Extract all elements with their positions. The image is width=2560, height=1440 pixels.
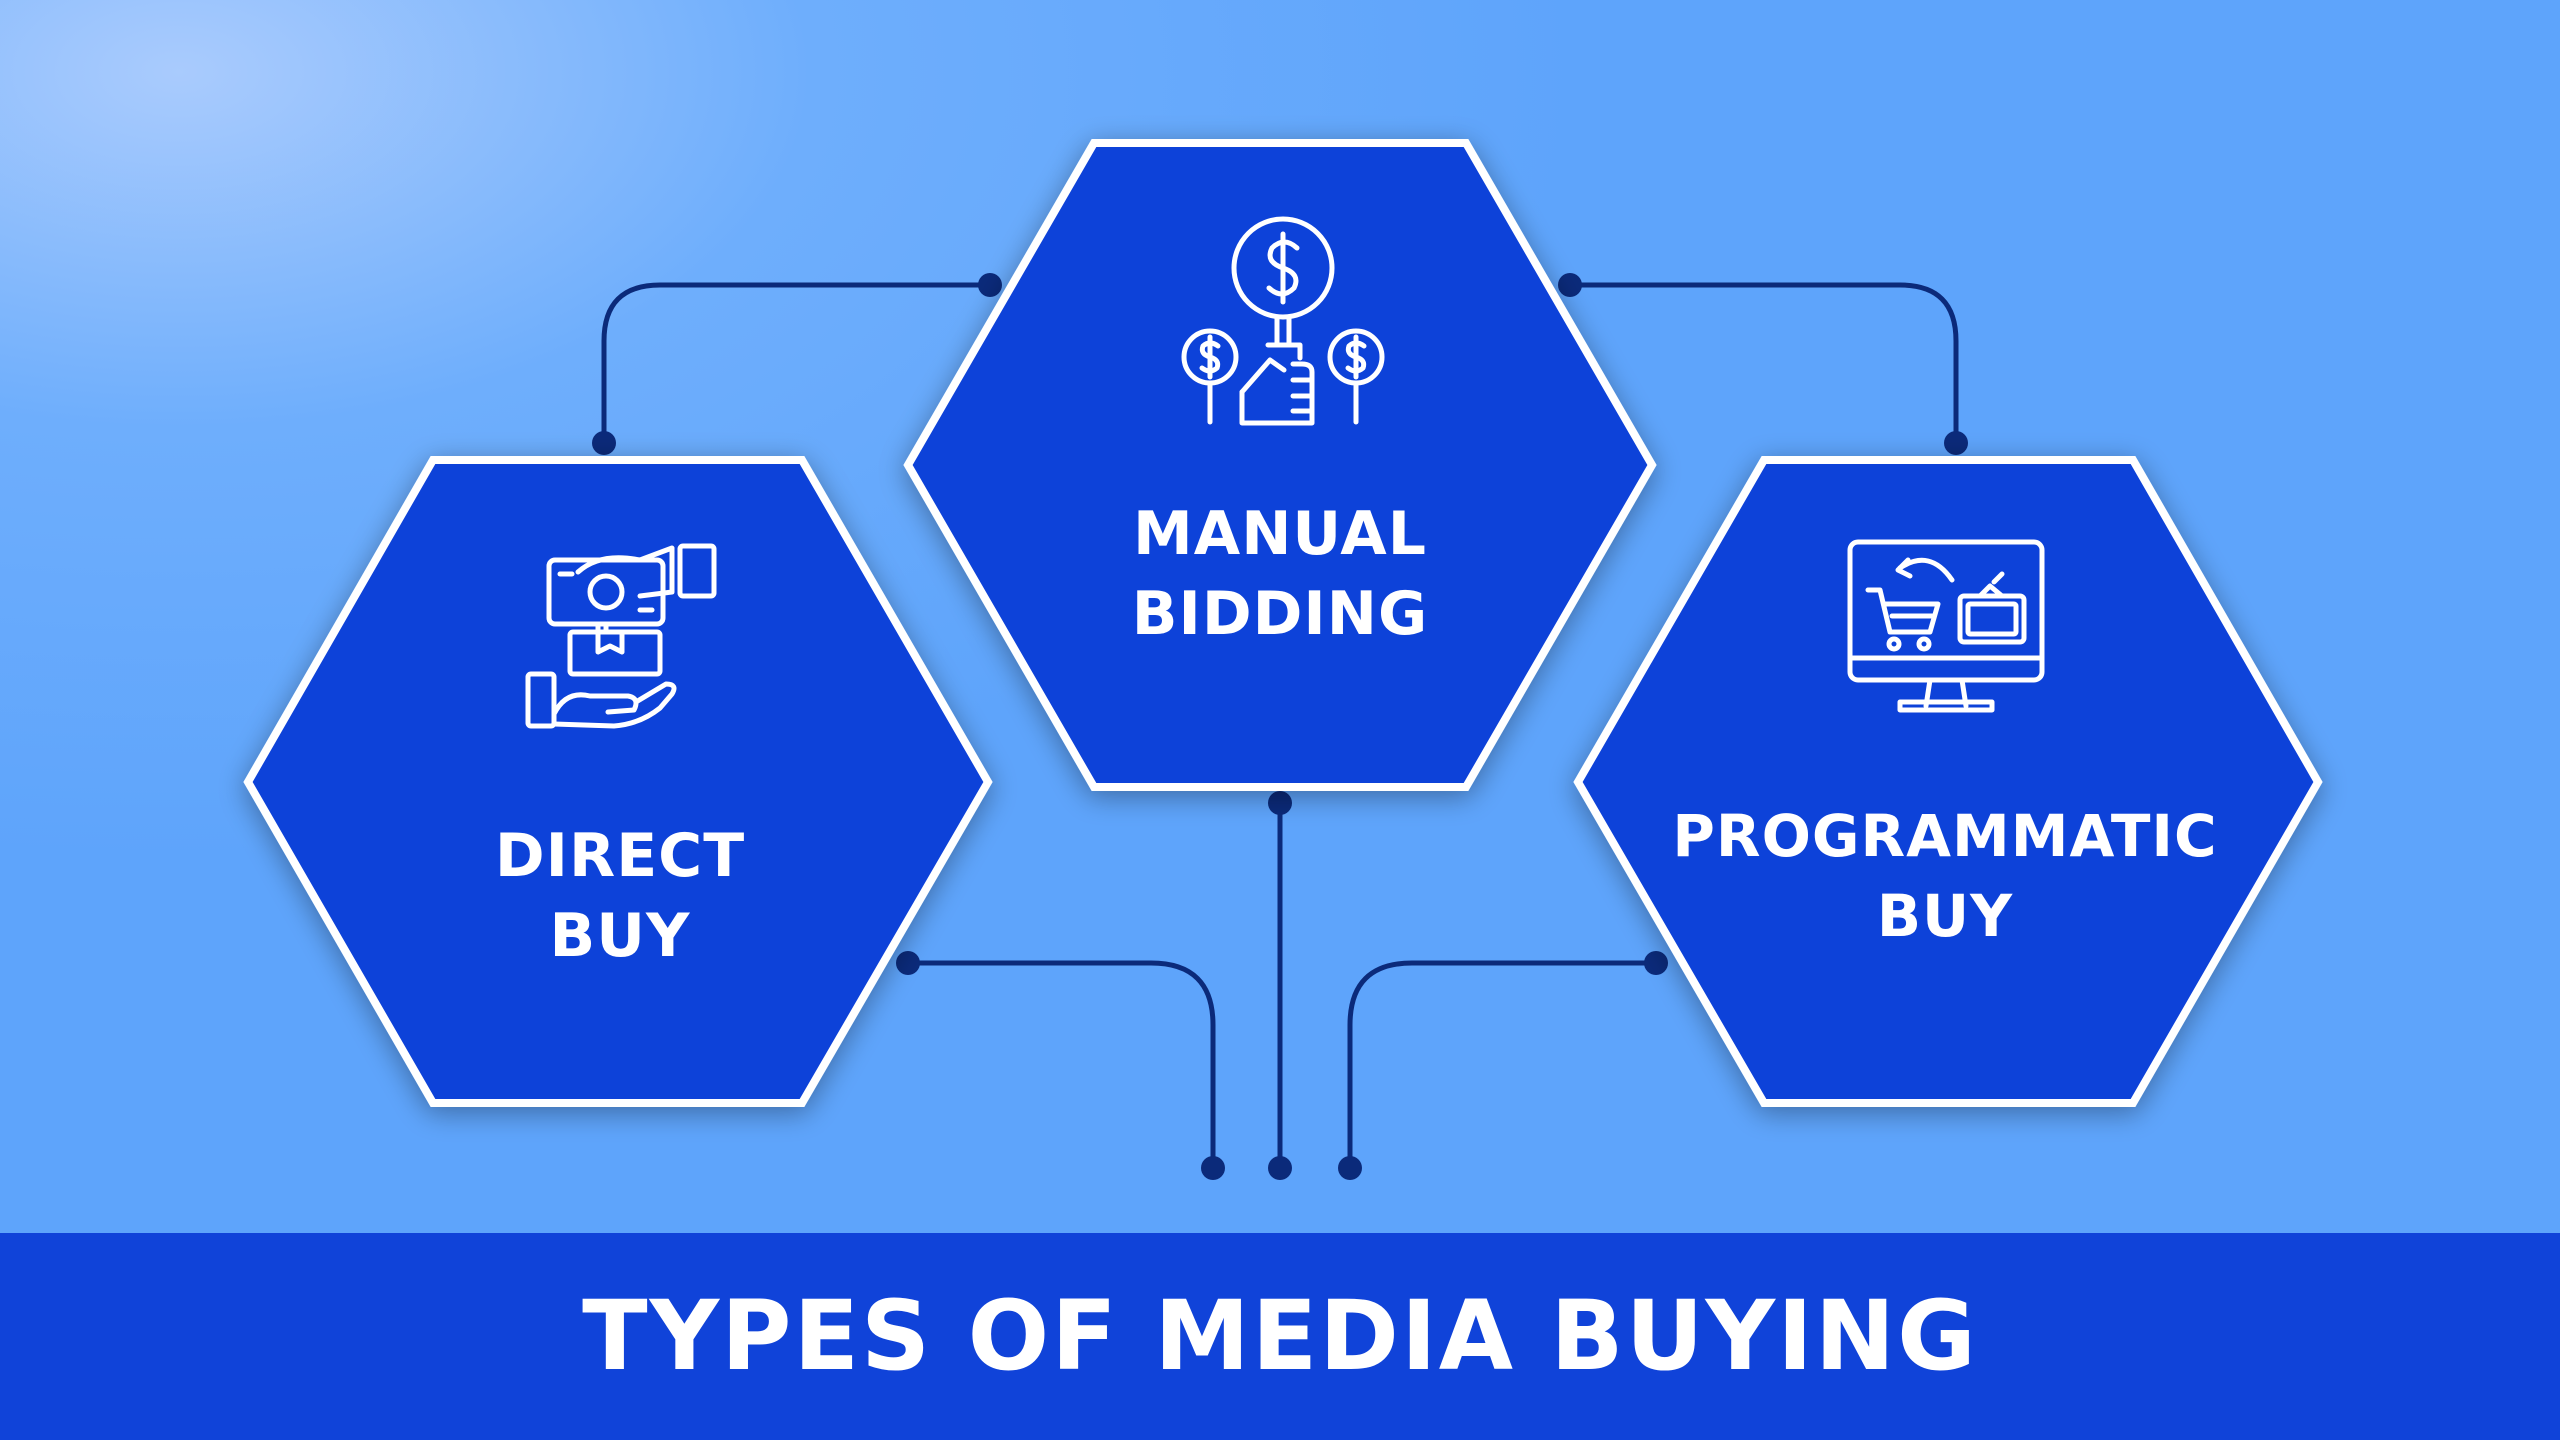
monitor-cart-tv-icon [1847,539,2045,713]
hexagon-manual-label-line-1: MANUAL [1133,499,1427,569]
connector-dot [1644,951,1668,975]
hexagon-direct-label: DIRECT BUY [420,816,820,976]
connector-dots [592,273,1968,1180]
hexagon-manual [903,139,1657,791]
connector-manual-to-programmatic [1567,282,1959,446]
connector-dot [896,951,920,975]
hexagon-direct-label-line-1: DIRECT [494,821,746,891]
connector-dot [1558,273,1582,297]
connector-dot [592,431,616,455]
connector-dot [1268,791,1292,815]
hand-money-box-icon [525,543,717,729]
connector-dot [1268,1156,1292,1180]
connector-dot [978,273,1002,297]
connector-dot [1944,431,1968,455]
connector-programmatic-to-bottom [1347,960,1659,1171]
hexagon-programmatic-label-line-2: BUY [1876,882,2014,950]
hexagon-programmatic [1573,456,2323,1107]
connector-dot [1338,1156,1362,1180]
footer-bar: TYPES OF MEDIA BUYING [0,1233,2560,1440]
connector-dot [1201,1156,1225,1180]
connector-direct-to-bottom [905,960,1216,1171]
connector-manual-to-direct [601,282,993,446]
connectors [601,282,1959,1171]
hexagon-direct [243,456,993,1107]
hexagon-programmatic-label: PROGRAMMATIC BUY [1595,796,2295,956]
hexagon-manual-label: MANUAL BIDDING [1080,494,1480,654]
footer-title: TYPES OF MEDIA BUYING [582,1280,1978,1392]
hexagon-programmatic-label-line-1: PROGRAMMATIC [1672,802,2218,870]
hexagon-direct-label-line-2: BUY [549,901,691,971]
money-bid-hand-icon [1181,216,1385,426]
hexagon-manual-label-line-2: BIDDING [1131,579,1429,649]
